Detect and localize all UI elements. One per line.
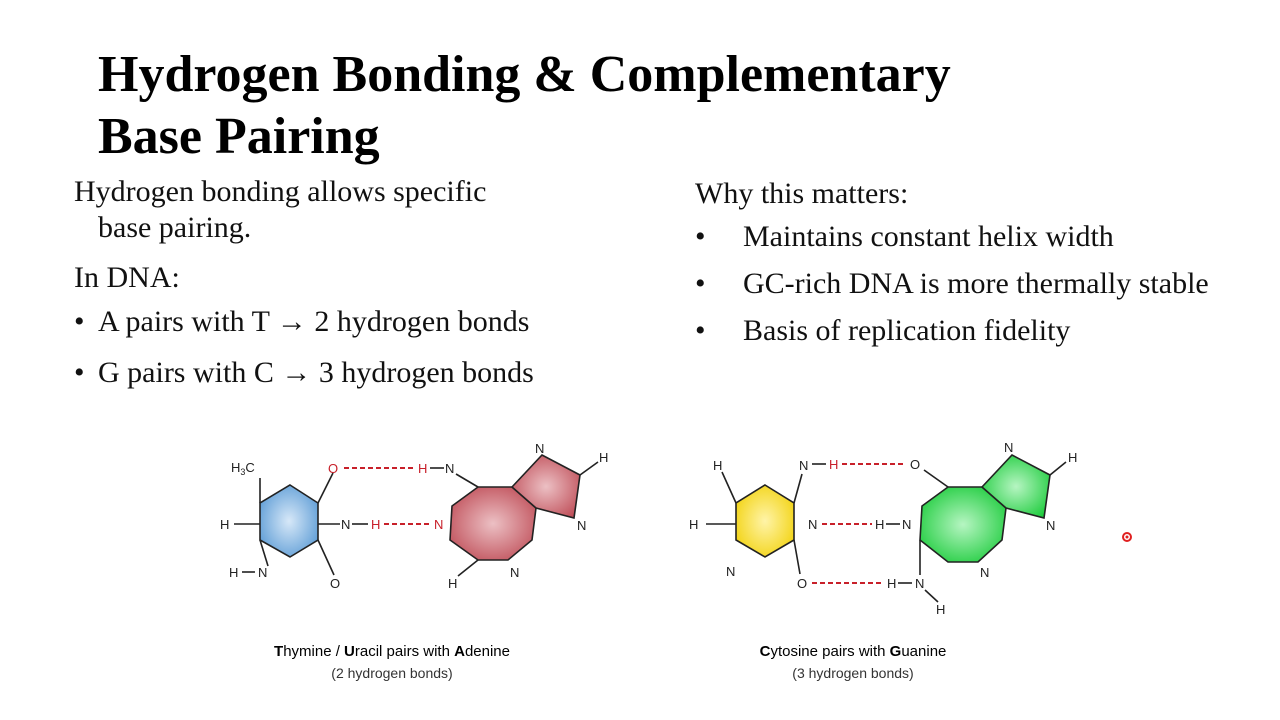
atom-n: N (577, 518, 586, 533)
intro-line-1: Hydrogen bonding allows specific (74, 175, 487, 208)
atom-h: H (713, 458, 722, 473)
atom-n: N (341, 517, 350, 532)
thymine-molecule: H3C O N H H N O (220, 460, 350, 591)
adenine-five-ring (510, 454, 581, 520)
atom-h: H (220, 517, 229, 532)
in-dna-label: In DNA: (74, 261, 180, 294)
at-caption: Thymine / Uracil pairs with Adenine (274, 643, 510, 660)
atom-n: N (799, 458, 808, 473)
atom-n: N (1004, 440, 1013, 455)
atom-n: N (902, 517, 911, 532)
atom-o: O (797, 576, 807, 591)
atom-h: H (448, 576, 457, 591)
atom-n: N (726, 564, 735, 579)
cytosine-molecule: H H N H N N O (689, 457, 838, 591)
atom-n: N (258, 565, 267, 580)
atom-h: H (371, 517, 380, 532)
slide-title-line-2: Base Pairing (98, 108, 380, 165)
adenine-six-ring (449, 486, 537, 561)
guanine-six-ring (919, 486, 1007, 563)
slide-title: Hydrogen Bonding & Complementary Base Pa… (98, 44, 1218, 168)
atom-n: N (980, 565, 989, 580)
atom-h: H (829, 457, 838, 472)
why-heading: Why this matters: (695, 177, 909, 210)
slide-title-line-1: Hydrogen Bonding & Complementary (98, 46, 951, 103)
atom-methyl: H3C (231, 460, 255, 477)
atom-h: H (1068, 450, 1077, 465)
adenine-molecule: N N H N H N (434, 441, 608, 591)
gc-subcaption: (3 hydrogen bonds) (792, 665, 913, 681)
atom-n: N (915, 576, 924, 591)
guanine-molecule: N H N N (919, 440, 1077, 580)
bullet-gc-pair: G pairs with C → 3 hydrogen bonds (74, 355, 654, 391)
atom-h: H (418, 461, 427, 476)
intro-text: Hydrogen bonding allows specific base pa… (74, 174, 654, 246)
atom-o: O (910, 457, 920, 472)
bullet-at-pair: A pairs with T → 2 hydrogen bonds (74, 304, 654, 340)
atom-h: H (936, 602, 945, 617)
cytosine-ring (735, 484, 795, 558)
gc-caption: Cytosine pairs with Guanine (760, 643, 947, 660)
atom-h: H (887, 576, 896, 591)
atom-n: N (808, 517, 817, 532)
atom-h: H (875, 517, 884, 532)
atom-n: N (510, 565, 519, 580)
atom-n: N (434, 517, 443, 532)
pairing-bullet-list: A pairs with T → 2 hydrogen bonds G pair… (74, 304, 654, 391)
atom-o: O (330, 576, 340, 591)
atom-n: N (535, 441, 544, 456)
thymine-ring (259, 484, 319, 558)
bullet-gc-stability: GC-rich DNA is more thermally stable (695, 263, 1255, 304)
atom-h: H (689, 517, 698, 532)
left-column: Hydrogen bonding allows specific base pa… (74, 174, 654, 406)
atom-o: O (328, 461, 338, 476)
right-column: Why this matters: Maintains constant hel… (695, 176, 1255, 357)
intro-line-2: base pairing. (98, 211, 252, 244)
at-subcaption: (2 hydrogen bonds) (331, 665, 452, 681)
guanine-five-ring (980, 454, 1051, 520)
atom-n: N (445, 461, 454, 476)
atom-n: N (1046, 518, 1055, 533)
laser-pointer-dot (1122, 532, 1132, 542)
why-bullet-list: Maintains constant helix width GC-rich D… (695, 216, 1255, 351)
bullet-helix-width: Maintains constant helix width (695, 216, 1255, 257)
atom-h: H (599, 450, 608, 465)
atom-h: H (229, 565, 238, 580)
bullet-fidelity: Basis of replication fidelity (695, 310, 1255, 351)
